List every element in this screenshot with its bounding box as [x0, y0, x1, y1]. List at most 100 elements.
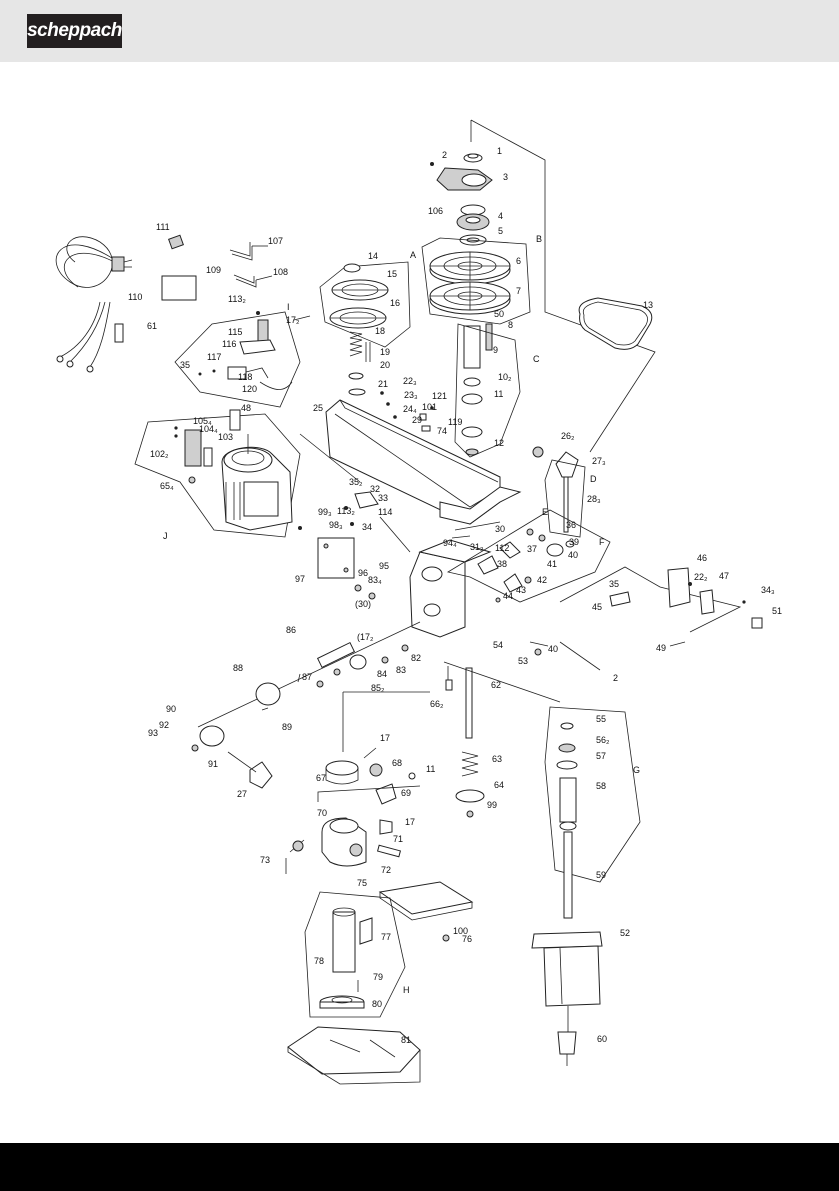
part-label: 38	[497, 559, 507, 569]
part-label: 81	[401, 1035, 411, 1045]
part-label: 22₂	[694, 572, 708, 582]
part-label: 34₃	[761, 585, 775, 595]
pinion-shaft-group	[191, 621, 601, 789]
exploded-parts-drawing: 12310645B67138509C10₂1112111107109108110…	[55, 119, 782, 1085]
part-label: 55	[596, 714, 606, 724]
part-label: 73	[260, 855, 270, 865]
part-label: 106	[428, 206, 443, 216]
part-label: D	[590, 474, 597, 484]
part-label: 65₄	[160, 481, 174, 491]
part-label: 14	[368, 251, 378, 261]
part-label: 120	[242, 384, 257, 394]
part-label: 97	[295, 574, 305, 584]
part-label: 100	[453, 926, 468, 936]
pulley-cover-outline	[470, 119, 656, 453]
part-label: (17₂	[357, 632, 374, 642]
part-label: 98₃	[329, 520, 343, 530]
part-label: 24₄	[403, 404, 417, 414]
belt-guard	[325, 391, 544, 525]
part-label: 57	[596, 751, 606, 761]
part-label: 87	[302, 672, 312, 682]
part-label: 121	[432, 391, 447, 401]
part-label: 21	[378, 379, 388, 389]
part-label: 36	[566, 520, 576, 530]
part-label: 108	[273, 267, 288, 277]
part-label: 28₃	[587, 494, 601, 504]
part-label: 20	[380, 360, 390, 370]
part-label: 119	[448, 417, 462, 427]
part-label: 69	[401, 788, 411, 798]
part-label: 71	[393, 834, 403, 844]
part-label: 17	[405, 817, 415, 827]
part-label: 86	[286, 625, 296, 635]
part-label: 52	[620, 928, 630, 938]
feed-handle	[544, 451, 586, 538]
part-label: 27	[237, 789, 247, 799]
part-label: 92	[159, 720, 169, 730]
part-label: 115	[228, 327, 242, 337]
part-label: 68	[392, 758, 402, 768]
part-label: 2	[613, 673, 618, 683]
motor-pulley-group	[319, 261, 411, 396]
work-table	[378, 881, 474, 942]
part-label: 70	[317, 808, 327, 818]
part-label: 109	[206, 265, 221, 275]
part-label: 12	[494, 438, 504, 448]
part-label: 59	[596, 870, 606, 880]
head-casting	[298, 433, 492, 638]
part-label: 39	[569, 537, 579, 547]
part-label: 47	[719, 571, 729, 581]
part-label: 15	[387, 269, 397, 279]
part-label: 4	[498, 211, 503, 221]
part-label: 48	[241, 403, 251, 413]
switch-group	[174, 311, 311, 408]
part-label: 31₂	[470, 542, 484, 552]
part-label: 17	[380, 733, 390, 743]
part-label: E	[542, 507, 548, 517]
depth-stop-group	[446, 509, 611, 603]
part-label: 62	[491, 680, 501, 690]
part-label: 114	[378, 507, 392, 517]
part-label: 53	[518, 656, 528, 666]
part-label: 58	[596, 781, 606, 791]
part-label: 42	[537, 575, 547, 585]
part-label: 19	[380, 347, 390, 357]
part-label: 94₄	[443, 538, 457, 548]
page-header: scheppach	[0, 0, 839, 62]
part-label: 91	[208, 759, 218, 769]
part-label: 11	[494, 389, 503, 399]
part-label: 102₂	[150, 449, 169, 459]
part-label: 8	[508, 320, 513, 330]
part-label: 6	[516, 256, 521, 266]
part-label: 75	[357, 878, 367, 888]
part-label: G	[633, 765, 640, 775]
part-label: 79	[373, 972, 383, 982]
part-label: A	[410, 250, 416, 260]
drive-belt	[578, 297, 653, 350]
part-label: 35	[180, 360, 190, 370]
part-label: 76	[462, 934, 472, 944]
part-label: 85₂	[371, 683, 385, 693]
part-label: 84	[377, 669, 387, 679]
part-label: 66₂	[430, 699, 444, 709]
part-label: 34	[362, 522, 372, 532]
part-label: 26₂	[561, 431, 575, 441]
part-label: (30)	[355, 599, 371, 609]
spindle-pulley-group	[421, 153, 531, 458]
part-label: B	[536, 234, 542, 244]
part-label: 33	[378, 493, 388, 503]
part-label: 72	[381, 865, 391, 875]
part-label: 67	[316, 773, 326, 783]
part-label: I	[287, 302, 290, 312]
part-label: 104₄	[199, 424, 218, 434]
brand-logo: scheppach	[27, 14, 122, 48]
part-label: 88	[233, 663, 243, 673]
part-label: 18	[375, 326, 385, 336]
part-label: 51	[772, 606, 782, 616]
part-label: 5	[498, 226, 503, 236]
part-label: 117	[207, 352, 221, 362]
column-group	[304, 891, 406, 1018]
part-label: 63	[492, 754, 502, 764]
part-label: 96	[358, 568, 368, 578]
